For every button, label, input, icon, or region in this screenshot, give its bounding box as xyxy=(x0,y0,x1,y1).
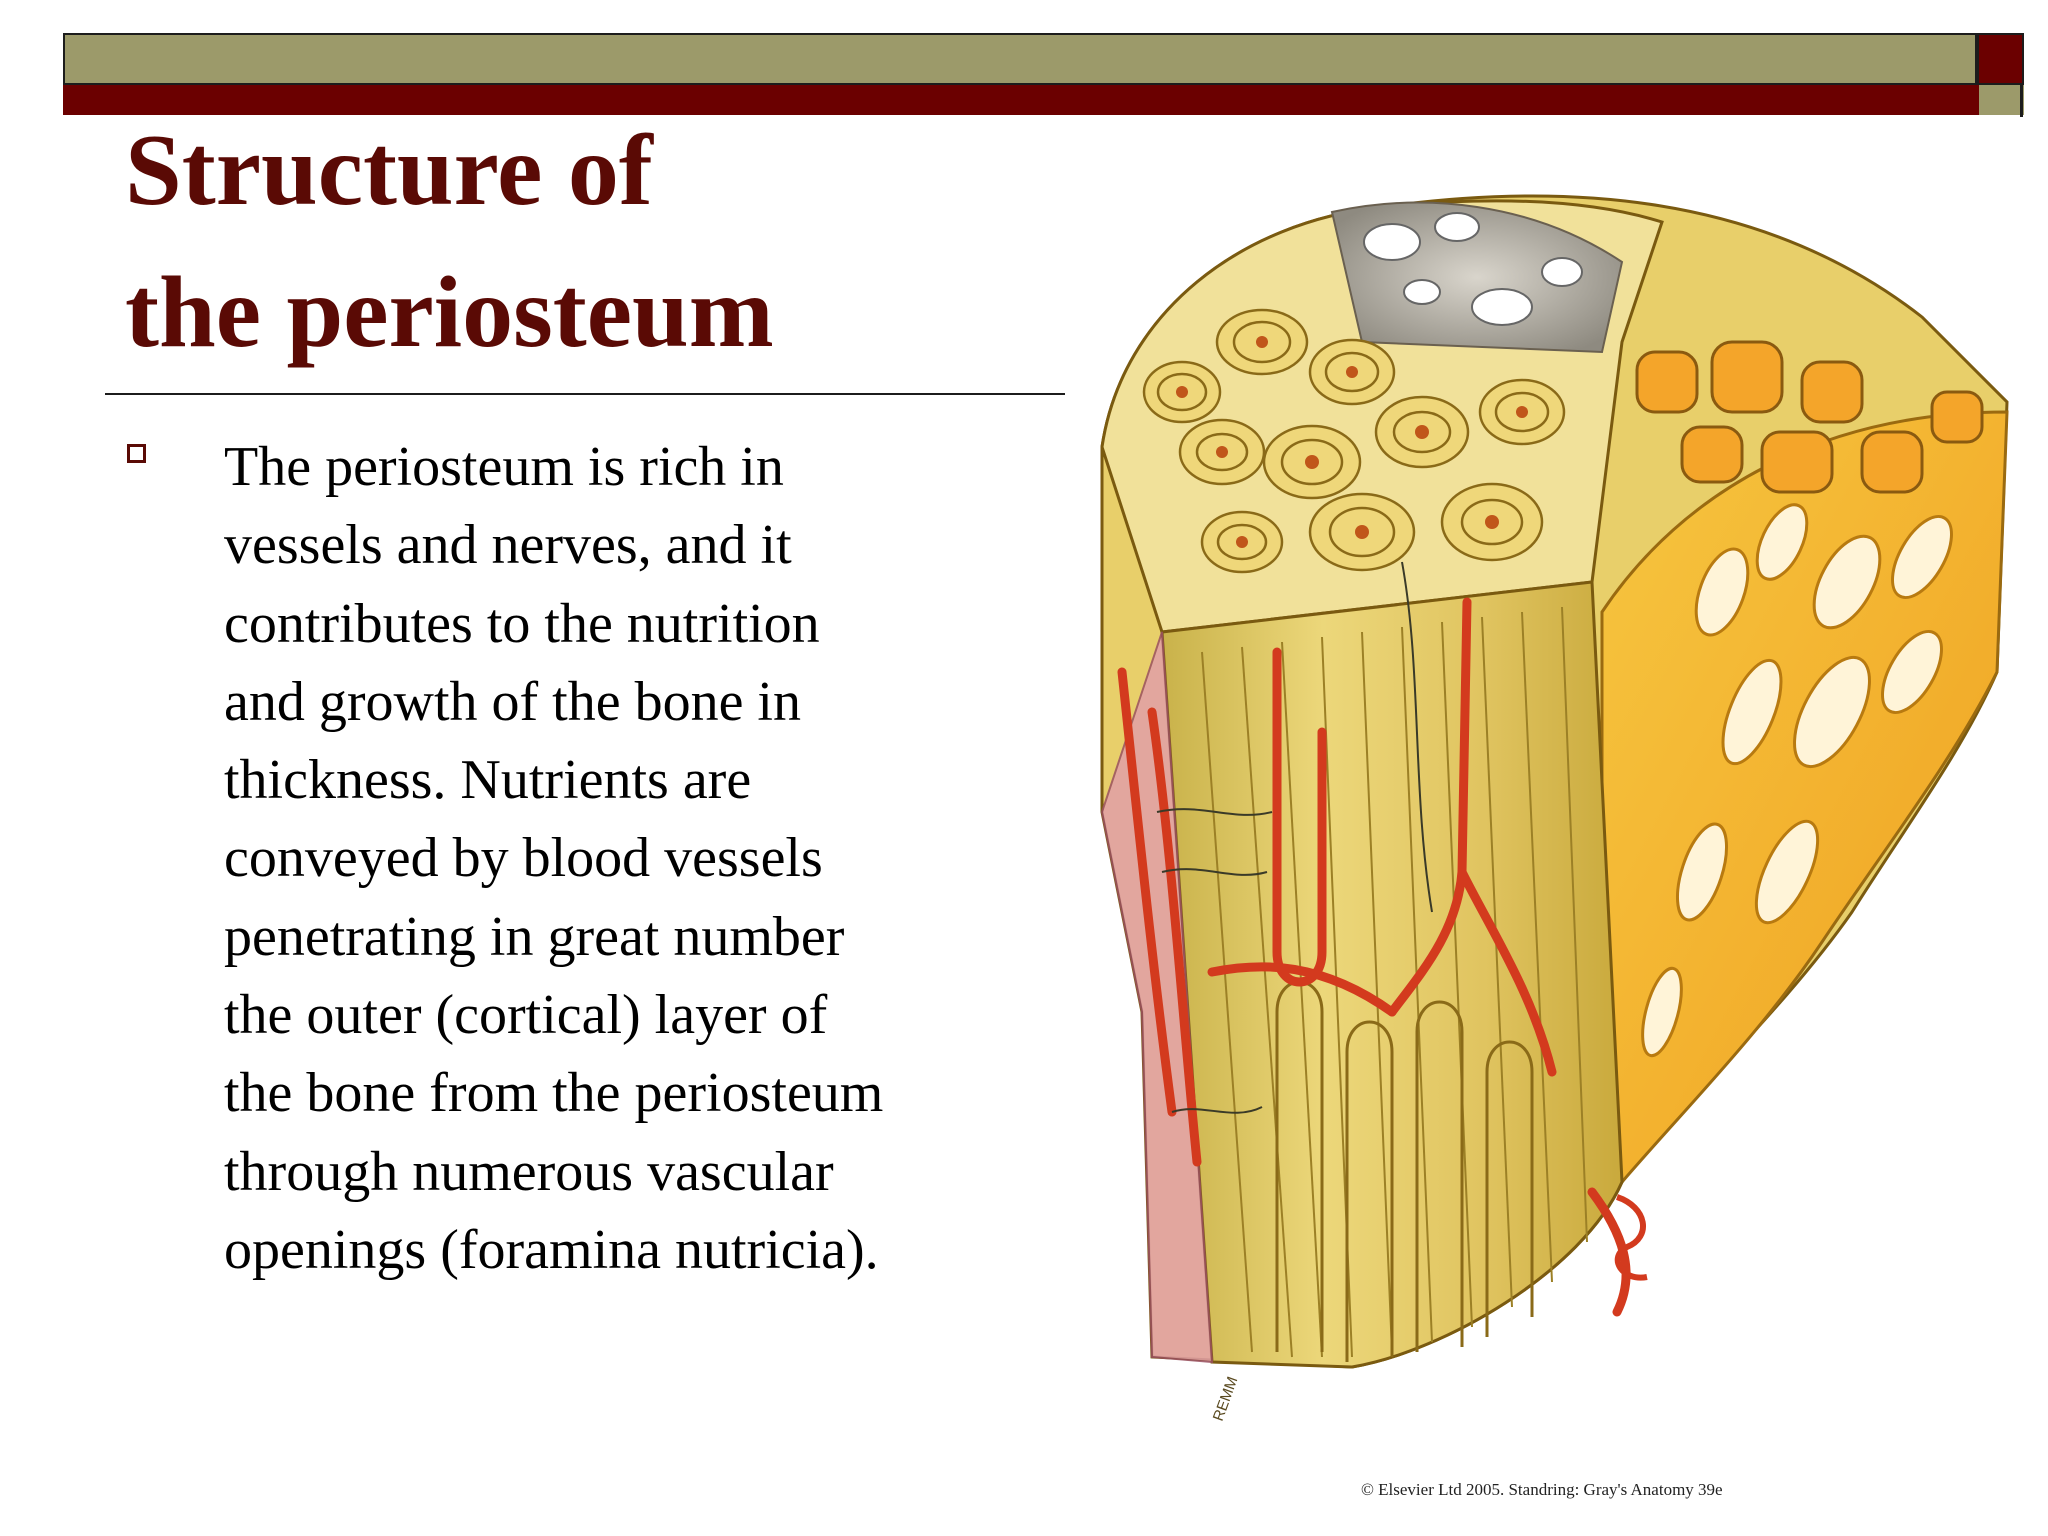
title-underline xyxy=(105,393,1065,395)
bullet-line: and growth of the bone in xyxy=(224,670,801,733)
bullet-line: conveyed by blood vessels xyxy=(224,827,823,890)
bullet-line: the outer (cortical) layer of xyxy=(224,984,828,1047)
bullet-line: thickness. Nutrients are xyxy=(224,749,752,812)
blood-vessels xyxy=(1117,597,1631,1317)
header-bar-olive xyxy=(63,33,1977,85)
slide-title-line-2: the periosteum xyxy=(125,256,774,369)
bone-cross-section-illustration: REMM xyxy=(1100,194,2009,1423)
bullet-line: penetrating in great number xyxy=(224,905,845,968)
bullet-line: the bone from the periosteum xyxy=(224,1062,884,1125)
header-corner-olive xyxy=(1979,85,2024,115)
trabeculae xyxy=(1635,340,1984,494)
marrow-cells xyxy=(1363,212,1583,326)
bullet-line: through numerous vascular xyxy=(224,1140,834,1203)
header-corner-maroon xyxy=(1977,33,2024,85)
nerve-fibers xyxy=(1156,561,1433,1114)
bullet-line: vessels and nerves, and it xyxy=(224,514,792,577)
bullet-text: The periosteum is rich in vessels and ne… xyxy=(224,428,1014,1289)
bullet-line: openings (foramina nutricia). xyxy=(224,1218,879,1281)
bullet-line: contributes to the nutrition xyxy=(224,592,820,655)
spongy-bone-holes xyxy=(1641,503,1953,1058)
header-corner-edge xyxy=(2020,85,2023,117)
header-bar-maroon xyxy=(63,85,1979,115)
artist-signature: REMM xyxy=(1210,1374,1242,1423)
bullet-square-icon xyxy=(127,444,146,463)
periosteal-vessel-coil xyxy=(1614,1194,1648,1281)
lamellae-lines xyxy=(1201,606,1588,1358)
copyright-caption: © Elsevier Ltd 2005. Standring: Gray's A… xyxy=(1361,1480,1723,1499)
slide-title-line-1: Structure of xyxy=(125,114,653,227)
osteon-canals xyxy=(1176,336,1528,548)
bullet-line: The periosteum is rich in xyxy=(224,436,784,498)
